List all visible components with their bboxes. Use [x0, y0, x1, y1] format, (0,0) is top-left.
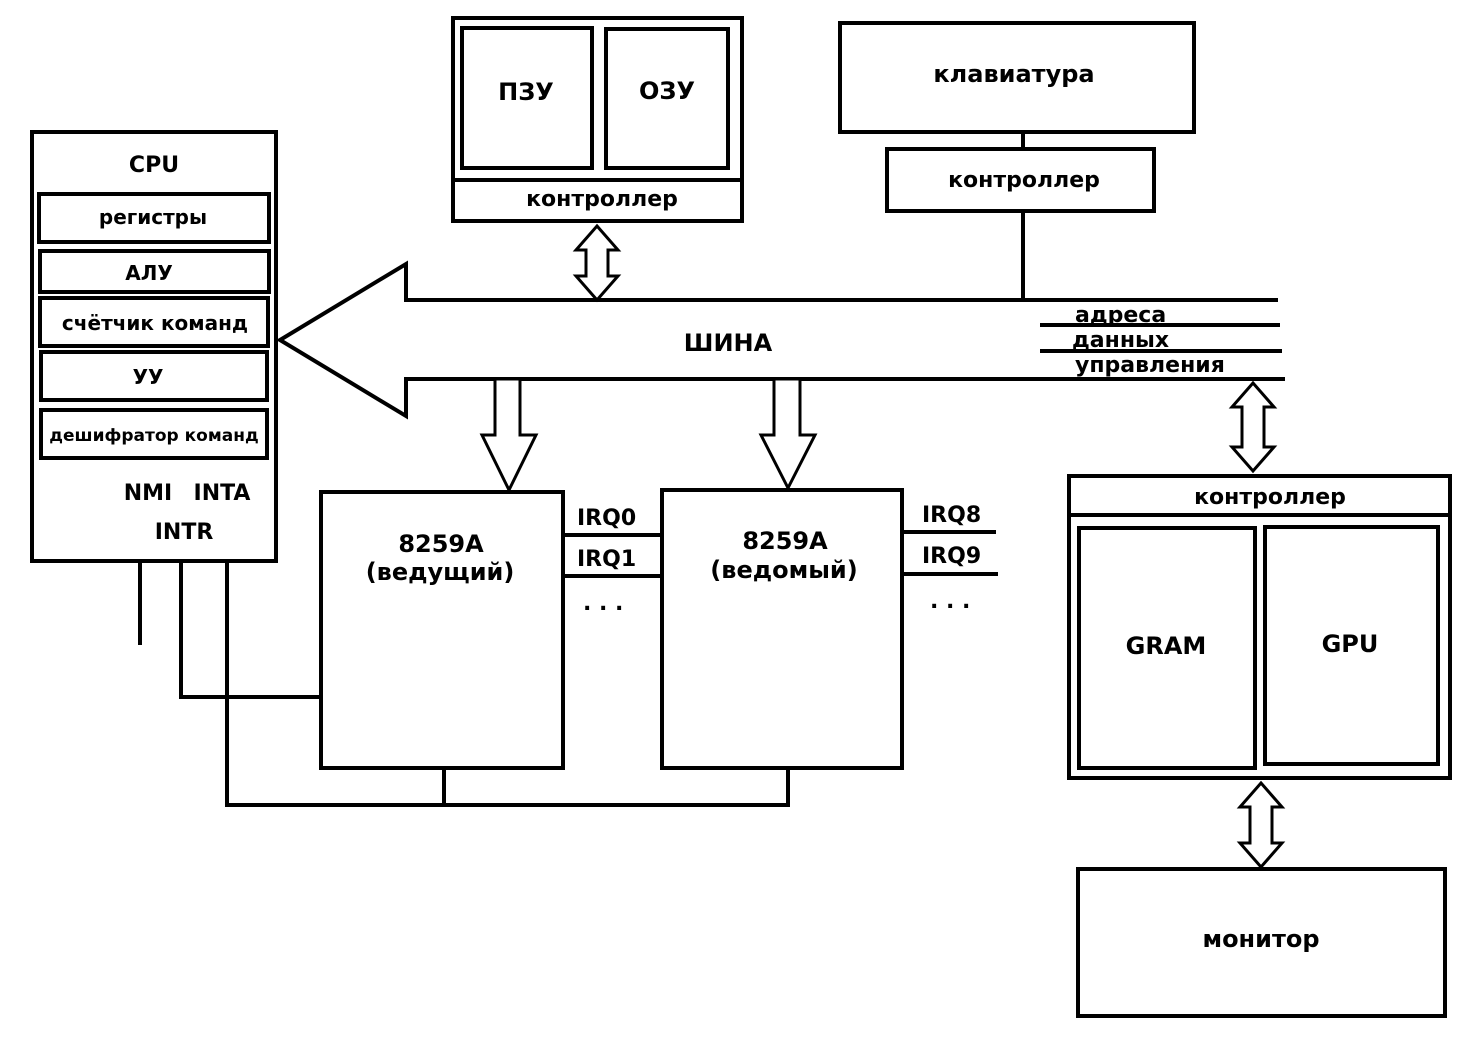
pic-slave-ellipsis: . . .: [930, 589, 970, 614]
gram-label: GRAM: [1126, 632, 1207, 660]
irq9-label: IRQ9: [922, 544, 981, 569]
rom-label: ПЗУ: [498, 78, 554, 106]
intr-wire: [179, 561, 321, 699]
ram-box: [604, 27, 730, 170]
cpu-registers-box: [37, 192, 271, 244]
cpu-pin-inta: INTA: [194, 481, 251, 506]
keyboard-controller-label: контроллер: [948, 168, 1100, 193]
bus-to-pic-slave-arrow: [758, 377, 818, 492]
cpu-pin-wires: [138, 561, 790, 807]
pic-slave-role: (ведомый): [710, 556, 857, 584]
cpu-pin-nmi: NMI: [124, 481, 173, 506]
bus-to-pic-master-arrow: [479, 377, 539, 494]
cpu-control-unit-box: [39, 350, 269, 402]
inta-wire: [225, 561, 790, 807]
keyboard-block: клавиатура контроллер: [838, 21, 1196, 300]
bus-label-control: управления: [1075, 353, 1225, 378]
monitor-label: монитор: [1202, 925, 1319, 953]
video-controller-label: контроллер: [1194, 485, 1346, 510]
cpu-registers-label: регистры: [99, 205, 207, 229]
keyboard-box: [838, 21, 1196, 134]
bus-label-address: адреса: [1075, 303, 1166, 328]
pic-master-box: [319, 490, 565, 770]
video-block: контроллер GRAM GPU: [1067, 474, 1452, 780]
cpu-program-counter-box: [38, 296, 270, 348]
keyboard-label: клавиатура: [933, 60, 1094, 88]
memory-bus-double-arrow: [572, 223, 622, 303]
memory-block: ПЗУ ОЗУ контроллер: [451, 16, 744, 223]
monitor-box: [1076, 867, 1447, 1018]
cpu-block: CPU регистры АЛУ счётчик команд УУ дешиф…: [30, 130, 278, 563]
cpu-decoder-label: дешифратор команд: [49, 426, 258, 446]
pic-slave-name: 8259A: [742, 527, 828, 555]
system-bus: ШИНА адреса данных управления: [276, 260, 1285, 420]
cpu-title: CPU: [129, 153, 179, 178]
pic-master-ellipsis: . . .: [583, 591, 623, 616]
irq1-label: IRQ1: [577, 547, 636, 572]
irq8-label: IRQ8: [922, 503, 981, 528]
gram-box: [1077, 526, 1257, 770]
pic-slave-box: [660, 488, 904, 770]
cpu-decoder-box: [39, 408, 269, 460]
gpu-box: [1263, 525, 1440, 766]
bus-arrow-outline: [276, 260, 1285, 420]
bus-video-double-arrow: [1228, 380, 1278, 474]
pic-slave-block: 8259A (ведомый) IRQ8 IRQ9 . . .: [660, 377, 998, 770]
monitor-block: монитор: [1076, 867, 1447, 1018]
memory-controller-label: контроллер: [526, 187, 678, 212]
irq0-label: IRQ0: [577, 506, 636, 531]
pic-master-block: 8259A (ведущий) IRQ0 IRQ1 . . .: [319, 377, 662, 770]
cpu-program-counter-label: счётчик команд: [62, 311, 248, 335]
ram-label: ОЗУ: [639, 77, 695, 105]
keyboard-controller-box: [885, 147, 1156, 213]
pic-master-name: 8259A: [398, 530, 484, 558]
rom-box: [460, 26, 594, 170]
cpu-control-unit-label: УУ: [133, 365, 164, 389]
pic-master-role: (ведущий): [366, 558, 515, 586]
video-monitor-double-arrow: [1236, 780, 1286, 870]
gpu-label: GPU: [1322, 630, 1379, 658]
bus-title: ШИНА: [684, 329, 773, 357]
cpu-alu-label: АЛУ: [125, 261, 173, 285]
cpu-alu-box: [38, 249, 271, 294]
bus-label-data: данных: [1072, 328, 1169, 353]
cpu-pin-intr: INTR: [155, 520, 214, 545]
